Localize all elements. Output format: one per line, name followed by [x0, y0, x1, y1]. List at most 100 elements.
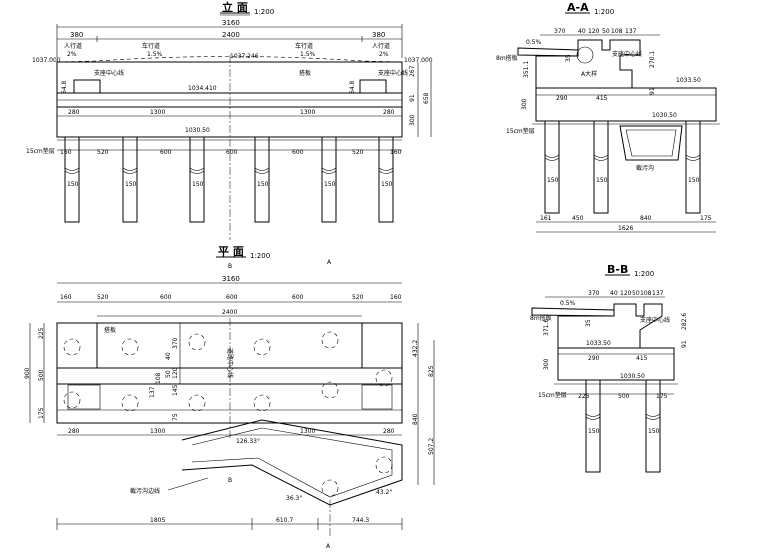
- bb-mid-415: 415: [636, 355, 648, 362]
- pile: [378, 136, 394, 223]
- elev-pile-dia: 150: [192, 181, 204, 188]
- plan-angle-right: 43.2°: [376, 489, 392, 496]
- aa-top-dim: 108: [611, 28, 623, 35]
- section-bb-view: B-B 1:200 370 40 120 50 108 137 0.5% 8m搭…: [530, 263, 688, 473]
- elev-dim-middle: 2400: [222, 31, 240, 39]
- elev-64-left: 64.8: [61, 80, 68, 94]
- bb-scale: 1:200: [634, 270, 654, 278]
- aa-351: 351.1: [523, 61, 530, 78]
- pile-circle: [188, 394, 206, 412]
- plan-culvert-edge: 截污沟边线: [130, 487, 160, 495]
- elev-cap-dim: 1300: [150, 109, 165, 116]
- elev-pile-spacing: 600: [226, 149, 238, 156]
- plan-total: 3160: [222, 275, 240, 283]
- elev-dim-total: 3160: [222, 19, 240, 27]
- plan-cap-dim: 280: [383, 428, 395, 435]
- bb-slope: 0.5%: [560, 300, 576, 307]
- bb-mid-290: 290: [588, 355, 600, 362]
- bb-top-dim: 108: [640, 290, 652, 297]
- pile: [544, 120, 560, 214]
- aa-bot-dim: 161: [540, 215, 552, 222]
- pile-circle: [188, 333, 206, 351]
- bb-282: 282.6: [681, 313, 688, 330]
- elev-1034: 1034.410: [188, 85, 217, 92]
- plan-370: 370: [172, 337, 179, 349]
- plan-108: 108: [155, 372, 162, 384]
- pile: [64, 136, 80, 223]
- elev-slope-side-left: 2%: [67, 51, 77, 58]
- elev-r91: 91: [409, 94, 416, 102]
- bb-bot-dim: 225: [578, 393, 590, 400]
- plan-marker-a-top: A: [327, 259, 332, 266]
- plan-137: 137: [149, 386, 156, 398]
- elev-r300: 300: [409, 114, 416, 126]
- aa-total: 1626: [618, 225, 633, 232]
- bb-top-dim: 40: [610, 290, 618, 297]
- elev-1030: 1030.50: [185, 127, 210, 134]
- plan-angle-main: 126.33°: [236, 438, 260, 445]
- pile-circle: [253, 338, 271, 356]
- plan-inner: 2400: [222, 309, 237, 316]
- elev-pile-spacing: 520: [97, 149, 109, 156]
- aa-pile-dia: 150: [688, 177, 700, 184]
- plan-145: 145: [172, 384, 179, 396]
- plan-marker-b-mid: B: [228, 477, 232, 484]
- pile-circle: [63, 338, 81, 356]
- pile-circle: [121, 338, 139, 356]
- elev-slope-lane-right: 1.5%: [300, 51, 316, 58]
- section-aa-view: A-A 1:200 370 40 120 50 108 137 0.5% 8m搭…: [496, 1, 720, 233]
- plan-road-cl: 道路中心线: [226, 348, 234, 378]
- aa-top-dim: 370: [554, 28, 566, 35]
- aa-top-dim: 50: [602, 28, 610, 35]
- elev-cap-dim: 280: [68, 109, 80, 116]
- elev-pile-dia: 150: [67, 181, 79, 188]
- elev-piles: [64, 136, 394, 223]
- plan-bot-dim: 1805: [150, 517, 165, 524]
- aa-35: 35: [565, 54, 572, 62]
- elev-cap-dim: 280: [383, 109, 395, 116]
- bb-pile-dia: 150: [648, 428, 660, 435]
- elev-right-elev: 1037.000: [404, 57, 433, 64]
- aa-mid-415: 415: [596, 95, 608, 102]
- pile: [254, 136, 270, 223]
- bb-91: 91: [681, 340, 688, 348]
- elev-pile-dia: 150: [257, 181, 269, 188]
- bb-bearing: 支座中心线: [640, 316, 670, 324]
- aa-cushion: 15cm垫层: [506, 127, 535, 135]
- pile: [189, 136, 205, 223]
- plan-120: 120: [172, 367, 179, 379]
- bb-top-dim: 120: [620, 290, 632, 297]
- bb-plate: 8m搭板: [530, 314, 552, 322]
- plan-175: 175: [38, 407, 45, 419]
- aa-abutment: A大样: [581, 70, 597, 78]
- bb-371: 371.6: [543, 319, 550, 336]
- elev-r658: 658: [423, 92, 430, 104]
- aa-bot-dim: 175: [700, 215, 712, 222]
- pile: [645, 379, 661, 473]
- pile-circle: [321, 381, 339, 399]
- plan-angle-left: 36.3°: [286, 495, 302, 502]
- bb-top-dim: 370: [588, 290, 600, 297]
- bb-35: 35: [585, 319, 592, 327]
- elev-bearing-right: 支座中心线: [378, 69, 408, 77]
- plan-50: 50: [165, 370, 172, 378]
- bb-1033: 1033.50: [586, 340, 611, 347]
- elev-pile-spacing: 520: [352, 149, 364, 156]
- aa-bot-dim: 450: [572, 215, 584, 222]
- elev-dim-right: 380: [372, 31, 385, 39]
- aa-bot-dim: 840: [640, 215, 652, 222]
- plan-spacing: 160: [60, 294, 72, 301]
- pile: [593, 120, 609, 214]
- plan-view: 平 面 1:200 B A 3160 160 520 600 600 600 5…: [24, 245, 435, 550]
- pile-circle: [63, 391, 81, 409]
- aa-91: 91: [649, 87, 656, 95]
- plan-840: 840: [412, 413, 419, 425]
- elev-pile-spacing: 600: [160, 149, 172, 156]
- elev-bearing-left: 支座中心线: [94, 69, 124, 77]
- aa-top-dim: 137: [625, 28, 637, 35]
- aa-mid-290: 290: [556, 95, 568, 102]
- aa-plate: 8m搭板: [496, 54, 518, 62]
- plan-bot-dim: 610.7: [276, 517, 293, 524]
- pile-circle: [321, 479, 339, 497]
- pile: [122, 136, 138, 223]
